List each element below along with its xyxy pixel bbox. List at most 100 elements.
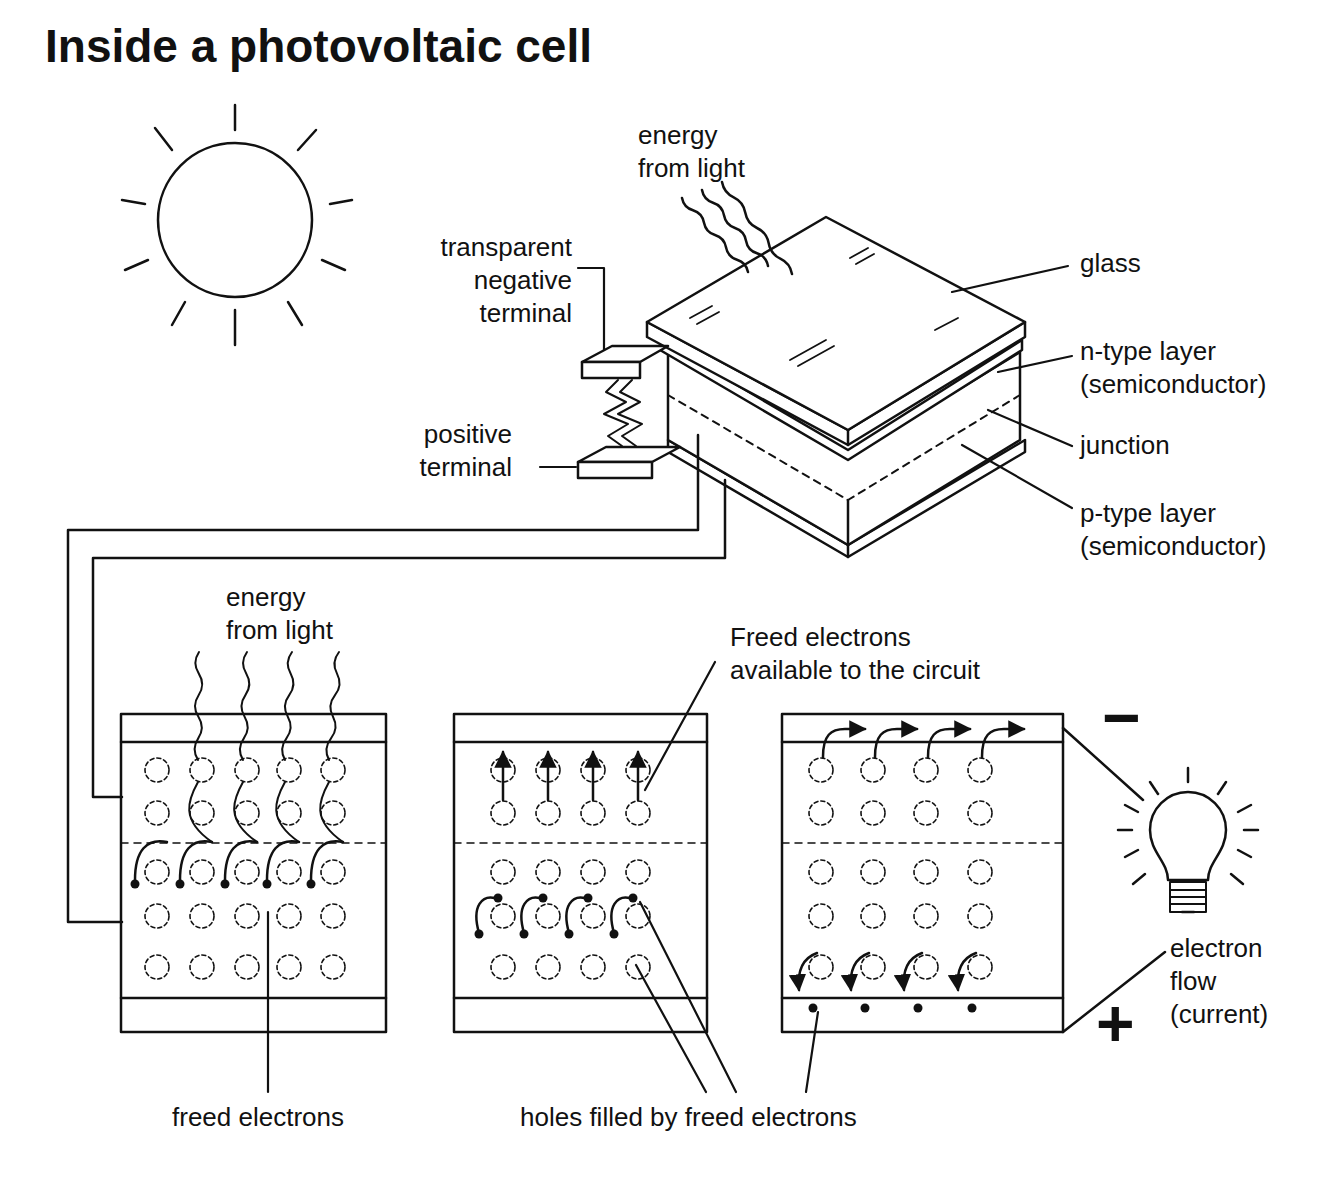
electron-dot — [475, 930, 484, 939]
part-label: energy from light — [226, 581, 351, 647]
electron-dot — [861, 1004, 870, 1013]
atom-circle — [145, 758, 169, 782]
polarity-sign: − — [1102, 684, 1152, 750]
atom-circle — [190, 758, 214, 782]
part-label: glass — [1080, 247, 1200, 280]
electron-arrow — [823, 729, 865, 757]
atom-circle — [235, 860, 259, 884]
polarity-sign: + — [1096, 990, 1152, 1056]
atom-circle — [190, 801, 214, 825]
atom-circle — [321, 955, 345, 979]
electron-dot — [221, 880, 230, 889]
electron-arrow — [502, 752, 505, 800]
atom-circle — [235, 758, 259, 782]
atom-circle — [861, 955, 885, 979]
part-label: p-type layer (semiconductor) — [1080, 497, 1280, 563]
electron-path — [566, 897, 585, 933]
electron-arrow — [799, 953, 817, 990]
atom-circle — [581, 860, 605, 884]
part-label: n-type layer (semiconductor) — [1080, 335, 1280, 401]
cell-panels — [121, 714, 1063, 1032]
light-wave — [326, 652, 339, 760]
atom-circle — [861, 758, 885, 782]
atom-circle — [626, 801, 650, 825]
electron-details — [131, 652, 1025, 1013]
leader-lines — [268, 266, 1072, 1092]
light-wave — [276, 782, 299, 842]
atom-circle — [914, 904, 938, 928]
light-wave — [189, 782, 212, 842]
atom-circle — [321, 904, 345, 928]
light-wave — [722, 182, 792, 274]
electron-dot — [176, 880, 185, 889]
atom-circle — [581, 801, 605, 825]
light-wave — [234, 782, 257, 842]
light-wave — [320, 782, 343, 842]
electron-dot — [584, 894, 593, 903]
atom-circle — [145, 801, 169, 825]
electron-arrow — [592, 752, 595, 800]
electron-path — [225, 841, 257, 880]
atom-circle — [536, 801, 560, 825]
atom-circle — [968, 801, 992, 825]
electron-dot — [520, 930, 529, 939]
sun — [122, 105, 352, 345]
atom-circle — [277, 955, 301, 979]
atom-circle — [968, 904, 992, 928]
atom-circle — [321, 758, 345, 782]
atom-circle — [235, 801, 259, 825]
atom-circle — [581, 904, 605, 928]
atom-circle — [861, 860, 885, 884]
electron-path — [180, 841, 212, 880]
atom-circle — [809, 955, 833, 979]
part-label: electron flow (current) — [1170, 932, 1290, 1031]
part-label: energy from light — [638, 119, 763, 185]
electron-arrow — [982, 729, 1024, 757]
atom-circle — [235, 904, 259, 928]
atom-circle — [968, 758, 992, 782]
electron-arrow — [958, 953, 976, 990]
terminal-tabs — [578, 346, 680, 478]
atom-circle — [861, 904, 885, 928]
electron-path — [611, 897, 630, 933]
light-wave — [240, 652, 249, 760]
atom-circle — [809, 904, 833, 928]
atom-circle — [145, 860, 169, 884]
atom-circle — [277, 904, 301, 928]
part-label: transparent negative terminal — [422, 231, 572, 330]
atom-circle — [145, 904, 169, 928]
electron-path — [267, 841, 299, 880]
atom-circle — [491, 860, 515, 884]
electron-dot — [263, 880, 272, 889]
part-label: positive terminal — [392, 418, 512, 484]
electron-path — [521, 897, 540, 933]
electron-dot — [307, 880, 316, 889]
atom-circle — [145, 955, 169, 979]
atom-circle — [914, 955, 938, 979]
atom-circle — [190, 860, 214, 884]
light-waves — [682, 182, 792, 274]
atom-circle — [914, 758, 938, 782]
electron-dot — [539, 894, 548, 903]
atom-circle — [968, 955, 992, 979]
part-label: holes filled by freed electrons — [520, 1101, 900, 1134]
atom-circle — [968, 860, 992, 884]
atom-circle — [626, 860, 650, 884]
light-wave — [682, 198, 748, 272]
electron-dot — [494, 894, 503, 903]
atom-circle — [491, 955, 515, 979]
electron-dot — [131, 880, 140, 889]
electron-path — [135, 841, 167, 880]
atom-circle — [626, 904, 650, 928]
part-label: Freed electrons available to the circuit — [730, 621, 995, 687]
atom-circle — [277, 860, 301, 884]
connection-wires — [68, 435, 725, 922]
electron-path — [311, 841, 343, 880]
electron-dot — [968, 1004, 977, 1013]
atom-circle — [914, 860, 938, 884]
atom-circle — [809, 860, 833, 884]
electron-arrow — [928, 729, 970, 757]
atom-circle — [536, 955, 560, 979]
electron-arrow — [547, 752, 550, 800]
atom-circle — [491, 904, 515, 928]
